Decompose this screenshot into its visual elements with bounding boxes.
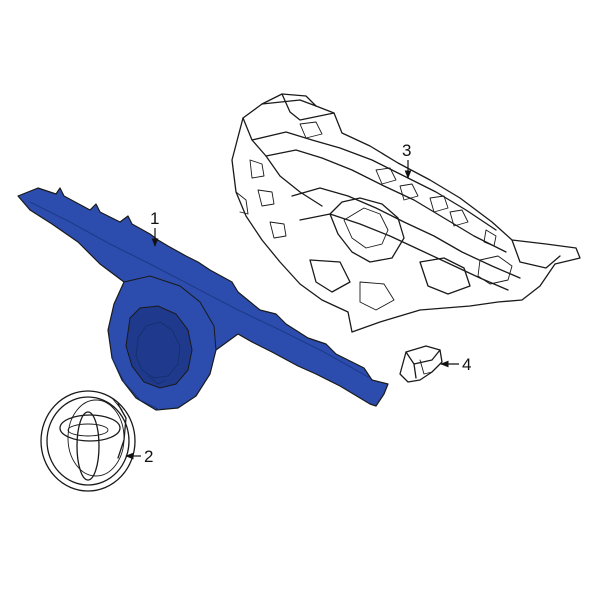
part-2-emblem [40,390,136,492]
callout-2: 2 [125,447,153,466]
part-1-grille [17,187,389,411]
callout-1: 1 [150,209,159,247]
part-3-grille-support-bracket [231,93,581,333]
callout-label-4: 4 [462,355,471,374]
part-4-clip [399,345,443,383]
callout-label-2: 2 [144,447,153,466]
callout-3: 3 [402,141,411,179]
callout-4: 4 [440,355,471,374]
callout-label-1: 1 [150,209,159,228]
callout-label-3: 3 [402,141,411,160]
